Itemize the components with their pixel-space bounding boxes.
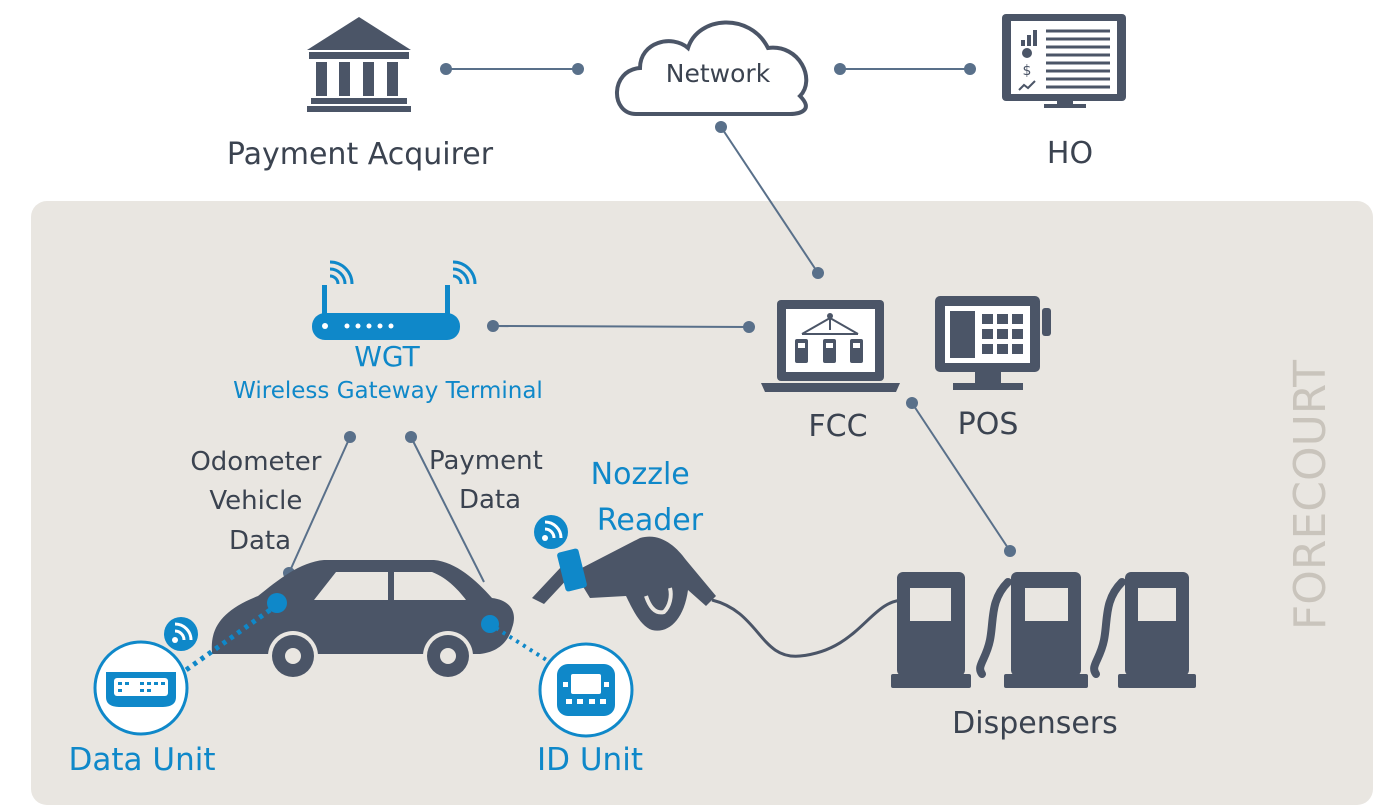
fuel-dispenser-icon — [891, 572, 1196, 688]
bank-icon — [307, 17, 411, 112]
line-wgt-odometer — [288, 436, 351, 574]
payment-acquirer-label: Payment Acquirer — [227, 137, 494, 172]
monitor-report-icon: $ — [1002, 14, 1126, 108]
wgt-label: WGT — [354, 340, 420, 373]
fcc-label: FCC — [808, 409, 867, 444]
network-label: Network — [666, 59, 771, 88]
obd-unit-icon — [93, 640, 189, 736]
wgt-full-label: Wireless Gateway Terminal — [233, 378, 543, 404]
fuel-nozzle-icon — [532, 536, 905, 658]
ho-label: HO — [1047, 136, 1093, 171]
nozzle-reader-label: Nozzle Reader — [591, 457, 704, 538]
forecourt-label: FORECOURT — [1285, 360, 1336, 630]
wireless-signal-icon — [164, 617, 198, 651]
connections — [288, 68, 1011, 583]
router-signal-waves — [329, 260, 477, 285]
connection-dots — [283, 63, 1016, 579]
nozzle-signal-icon — [534, 515, 568, 549]
id-unit-icon — [538, 642, 634, 738]
cloud-icon — [615, 20, 809, 116]
line-fcc-dispensers — [911, 402, 1011, 552]
line-network-fcc — [720, 126, 819, 274]
id-unit-label: ID Unit — [537, 742, 643, 778]
car-obd-port — [267, 593, 287, 613]
car-id-port — [481, 615, 499, 633]
currency-glyph: $ — [1023, 63, 1032, 79]
car-icon — [211, 560, 514, 681]
line-wgt-fcc — [492, 325, 750, 328]
line-wgt-payment — [410, 436, 485, 583]
payment-data-label: Payment Data — [429, 446, 551, 515]
pos-label: POS — [958, 407, 1019, 442]
pos-terminal-icon — [935, 296, 1051, 390]
odometer-label: Odometer Vehicle Data — [190, 447, 329, 556]
dispensers-label: Dispensers — [952, 706, 1118, 741]
data-unit-label: Data Unit — [69, 742, 216, 778]
laptop-fcc-icon — [761, 300, 900, 392]
router-icon — [312, 260, 477, 340]
